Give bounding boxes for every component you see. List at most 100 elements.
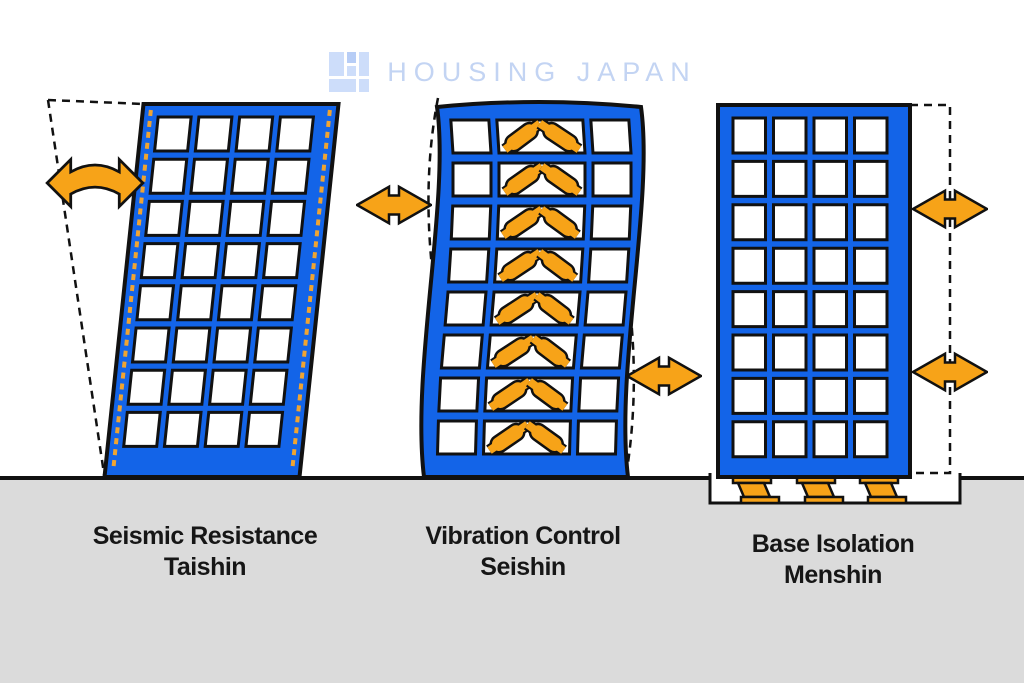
building-windows: [122, 115, 316, 448]
dampers: [486, 118, 583, 456]
window: [266, 199, 307, 237]
window: [812, 420, 848, 459]
logo-wordmark: HOUSING JAPAN: [387, 56, 697, 87]
window: [435, 419, 478, 456]
shake-arrow-icon: [356, 185, 432, 225]
damper-brace: [501, 161, 546, 198]
panel-base-isolation: [708, 103, 988, 505]
window: [575, 419, 618, 456]
window: [812, 376, 848, 415]
window: [144, 199, 184, 237]
window: [447, 247, 491, 284]
caption-line-en: Seismic Resistance: [92, 522, 318, 550]
damper-brace: [536, 247, 579, 284]
damper-brace: [526, 376, 569, 413]
window: [772, 376, 808, 415]
window: [275, 115, 316, 153]
window: [193, 115, 234, 153]
damper-brace: [529, 333, 572, 370]
reinforcement-line: [290, 109, 332, 471]
window: [253, 326, 293, 364]
window: [449, 118, 493, 155]
window: [731, 116, 767, 155]
damper-brace: [490, 333, 537, 370]
window: [139, 242, 180, 280]
sway-ghost-outline: [46, 99, 106, 478]
window: [443, 290, 488, 327]
window: [731, 159, 767, 198]
window: [853, 159, 889, 198]
building-windows: [731, 116, 889, 459]
damper-brace: [538, 161, 583, 198]
window: [772, 159, 808, 198]
panel-seismic-resistance: [45, 98, 341, 479]
window: [772, 333, 808, 372]
window: [772, 420, 808, 459]
window: [731, 333, 767, 372]
damper-brace: [538, 204, 581, 241]
caption-line-en: Vibration Control: [425, 522, 621, 550]
window: [437, 376, 481, 413]
window: [731, 290, 767, 329]
damper-brace: [523, 419, 568, 456]
window: [135, 284, 176, 322]
window: [171, 326, 212, 364]
window: [180, 242, 221, 280]
damper-brace: [486, 419, 531, 456]
caption-line-jp: Taishin: [163, 553, 247, 581]
window: [189, 157, 230, 195]
damper-brace: [536, 118, 583, 155]
window: [439, 333, 484, 370]
window: [257, 284, 298, 322]
caption-seismic-resistance: Seismic Resistance Taishin: [50, 521, 360, 583]
isolator-bearing-part: [866, 495, 908, 505]
window: [853, 333, 889, 372]
caption-line-jp: Seishin: [480, 553, 566, 581]
window: [812, 159, 848, 198]
window: [772, 246, 808, 285]
window: [772, 116, 808, 155]
window: [812, 246, 848, 285]
window: [216, 284, 257, 322]
window: [731, 376, 767, 415]
isolator-bearing-part: [739, 495, 781, 505]
window: [234, 115, 275, 153]
window: [731, 420, 767, 459]
window: [772, 203, 808, 242]
window: [589, 204, 633, 241]
window: [261, 242, 302, 280]
damper-brace: [501, 118, 544, 155]
damper-brace: [533, 290, 575, 327]
panel-vibration-control: [356, 97, 702, 479]
window: [212, 326, 253, 364]
window: [772, 290, 808, 329]
window: [130, 326, 171, 364]
window: [853, 116, 889, 155]
rocking-shake-arrow-icon: [45, 156, 145, 210]
isolator-bearing-part: [736, 481, 772, 499]
window: [853, 376, 889, 415]
window: [579, 333, 624, 370]
window: [451, 161, 493, 198]
window: [270, 157, 311, 195]
caption-line-en: Base Isolation: [751, 530, 915, 558]
reinforcement-line: [111, 109, 153, 471]
window: [853, 203, 889, 242]
window: [184, 199, 225, 237]
reinforcement-dashed-lines: [111, 109, 332, 471]
housing-japan-logo: HOUSING JAPAN: [0, 50, 1024, 94]
window: [167, 368, 208, 406]
window: [812, 116, 848, 155]
window: [731, 246, 767, 285]
window: [853, 420, 889, 459]
window: [203, 410, 244, 448]
damper-brace: [499, 204, 546, 241]
window: [244, 410, 285, 448]
isolator-bearing-part: [863, 481, 899, 499]
caption-line-jp: Menshin: [784, 561, 882, 589]
damper-brace: [493, 290, 541, 327]
window: [122, 410, 162, 448]
window: [583, 290, 628, 327]
caption-base-isolation: Base Isolation Menshin: [678, 529, 988, 591]
